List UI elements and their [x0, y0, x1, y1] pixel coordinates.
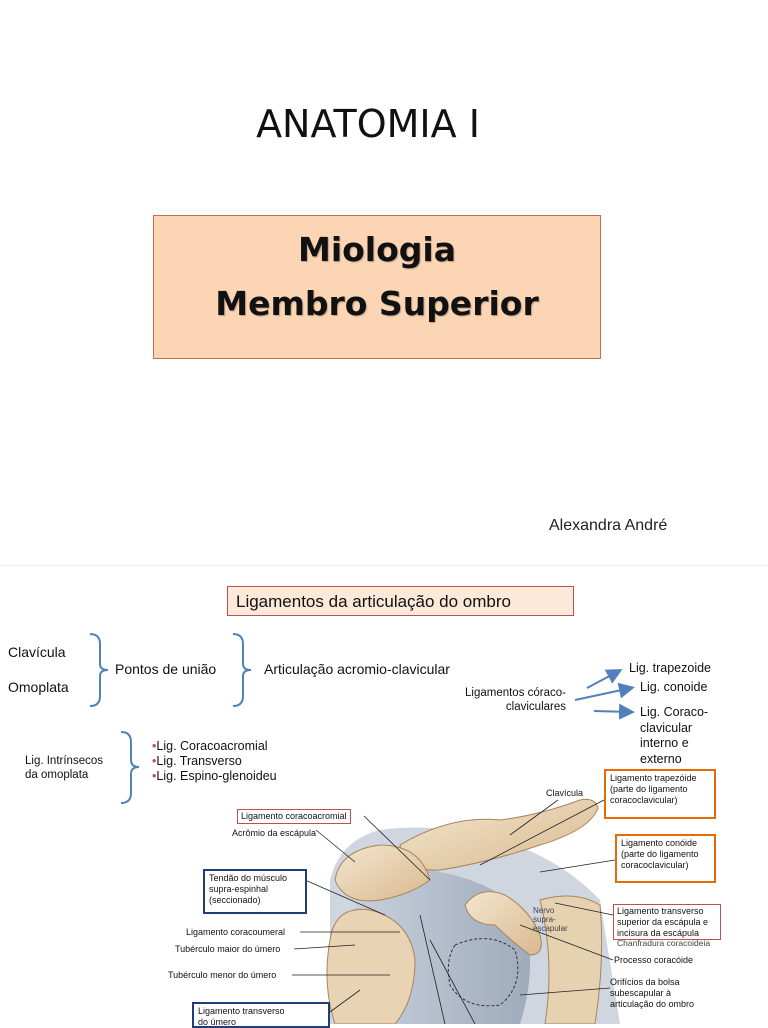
bone-clavicula: Clavícula [8, 644, 66, 660]
item-trapezoide: Lig. trapezoide [629, 661, 712, 675]
label-tendao: Tendão do músculo supra-espinhal (seccio… [203, 869, 307, 914]
subtitle-box: Miologia Membro Superior [153, 215, 601, 359]
brace-intrinsecos [120, 731, 140, 804]
label-tuberculo-menor: Tubérculo menor do úmero [168, 970, 277, 980]
subtitle-line-1: Miologia [297, 230, 456, 269]
item-espino-glenoideu: •Lig. Espino-glenoideu [152, 769, 277, 783]
label-lig-trapezoide: Ligamento trapezóide (parte do ligamento… [604, 769, 716, 819]
subtitle-line-2: Membro Superior [215, 284, 539, 323]
arrow-trapezoide [586, 669, 623, 689]
coraco-claviculares-label: Ligamentos córaco- claviculares [465, 687, 566, 713]
label-lig-coracoumeral: Ligamento coracoumeral [186, 927, 286, 937]
author-name: Alexandra André [549, 517, 668, 534]
bone-omoplata: Omoplata [8, 679, 69, 695]
item-transverso: •Lig. Transverso [152, 754, 242, 768]
item-conoide: Lig. conoide [640, 680, 708, 694]
label-tuberculo-maior: Tubérculo maior do úmero [175, 944, 281, 954]
label-lig-transverso-superior: Ligamento transverso superior da escápul… [613, 904, 721, 940]
label-lig-transverso-umero: Ligamento transverso do úmero [192, 1002, 330, 1028]
pontos-de-uniao: Pontos de união [115, 661, 217, 677]
slide-title: ANATOMIA I [256, 102, 480, 146]
label-nervo: Nervo supra- escapular [533, 906, 568, 933]
item-coracoacromial: •Lig. Coracoacromial [152, 739, 268, 753]
intrinsecos-label: Lig. Intrínsecos da omoplata [25, 755, 103, 781]
arrow-conoide [574, 682, 635, 701]
coraco-items-list: Lig. trapezoide [629, 661, 711, 676]
articulacao-label: Articulação acromio-clavicular [264, 661, 450, 677]
label-lig-coracoacromial: Ligamento coracoacromial [237, 809, 351, 824]
label-clavicula: Clavícula [546, 788, 584, 798]
label-lig-conoide: Ligamento conóide (parte do ligamento co… [615, 834, 716, 883]
label-acromio: Acrômio da escápula [232, 828, 317, 838]
slide-divider [0, 565, 768, 566]
ligamentos-heading: Ligamentos da articulação do ombro [227, 586, 574, 616]
arrow-coraco [593, 703, 635, 720]
brace-bones [89, 633, 109, 707]
brace-pontos [232, 633, 252, 707]
label-processo: Processo coracóide [614, 955, 694, 965]
label-orificios: Orifícios da bolsa subescapular à articu… [610, 977, 695, 1009]
label-chanfradura: Chanfradura coracoideia [617, 938, 711, 948]
item-coraco-clavicular: Lig. Coraco- clavicular interno e extern… [640, 705, 709, 766]
intrinsecos-list: •Lig. Coracoacromial •Lig. Transverso •L… [152, 739, 277, 784]
